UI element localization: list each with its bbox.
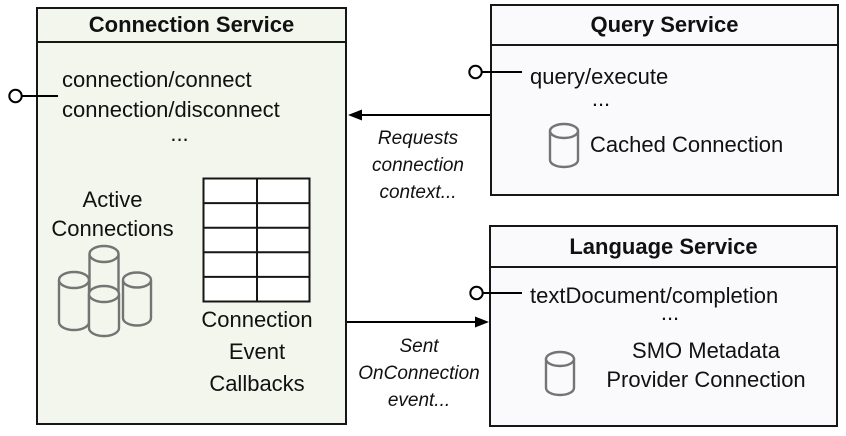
- query-methods-ellipsis: ...: [591, 86, 611, 111]
- sent-label-line-2: OnConnection: [358, 363, 480, 384]
- provider-line-1: SMO Metadata: [632, 338, 780, 363]
- language-service-title: Language Service: [491, 227, 836, 268]
- query-service-box: Query Service query/execute ... Cached C…: [490, 4, 839, 196]
- query-service-title: Query Service: [492, 6, 837, 46]
- connection-connect-method: connection/connect: [62, 67, 252, 92]
- smo-metadata-provider-label: SMO Metadata Provider Connection: [586, 336, 826, 394]
- requests-label-line-3: context...: [379, 182, 457, 203]
- connection-service-box: Connection Service connection/connect co…: [36, 7, 347, 425]
- callbacks-line-3: Callbacks: [209, 371, 305, 396]
- cached-connection-label: Cached Connection: [590, 132, 784, 157]
- connection-methods-ellipsis: ...: [170, 121, 189, 146]
- connection-disconnect-method: connection/disconnect: [62, 97, 280, 122]
- connection-service-title: Connection Service: [38, 9, 345, 43]
- callbacks-line-1: Connection: [201, 307, 313, 332]
- language-methods-ellipsis: ...: [660, 300, 680, 325]
- sent-label-line-3: event...: [387, 390, 451, 411]
- provider-line-2: Provider Connection: [606, 367, 806, 392]
- callbacks-line-2: Event: [228, 339, 286, 364]
- active-connections-line-2: Connections: [51, 216, 174, 241]
- sent-label-line-1: Sent: [399, 336, 439, 357]
- connection-event-callbacks-label: Connection Event Callbacks: [182, 304, 332, 400]
- language-service-box: Language Service textDocument/completion…: [489, 225, 838, 427]
- sent-onconnection-event-label: Sent OnConnection event...: [350, 333, 488, 414]
- requests-label-line-1: Requests: [377, 128, 459, 149]
- arrow-sent-onconnection-event: [347, 316, 489, 328]
- textdocument-completion-method: textDocument/completion: [530, 283, 779, 308]
- active-connections-label: Active Connections: [40, 185, 185, 243]
- requests-label-line-2: connection: [372, 155, 464, 176]
- requests-connection-context-label: Requests connection context...: [352, 125, 484, 206]
- query-execute-method: query/execute: [530, 64, 669, 89]
- arrow-requests-connection-context: [348, 109, 490, 121]
- active-connections-line-1: Active: [82, 187, 143, 212]
